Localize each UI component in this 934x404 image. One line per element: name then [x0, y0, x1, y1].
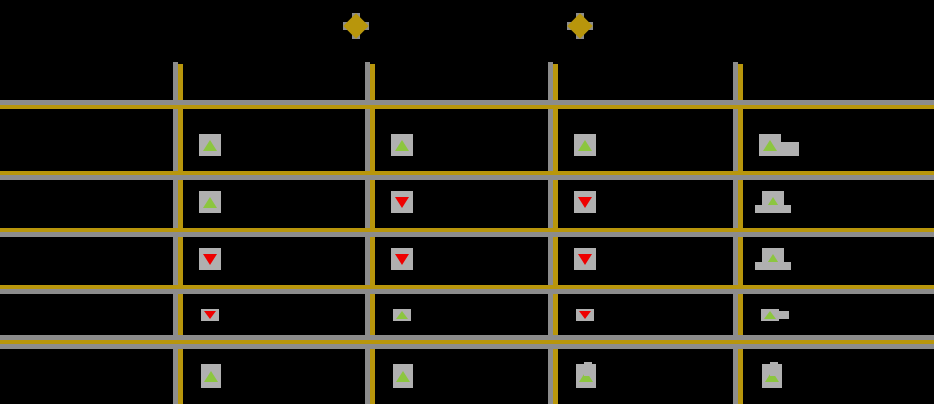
sort-marker-column-2[interactable] [341, 11, 371, 41]
triangle-up-icon [765, 370, 779, 382]
row-divider-3 [0, 285, 934, 289]
trend-indicator-up [393, 364, 413, 388]
triangle-down-icon [578, 196, 592, 208]
header-divider [0, 105, 934, 109]
summary-divider-shadow-bottom [0, 344, 934, 349]
trend-indicator-tail [779, 311, 789, 319]
trend-indicator-tail [755, 262, 791, 270]
triangle-up-icon [579, 370, 593, 382]
header-divider-shadow [0, 100, 934, 105]
trend-indicator-down [574, 248, 596, 270]
trend-indicator-down [391, 248, 413, 270]
trend-indicator-tail [584, 362, 592, 376]
triangle-up-icon [396, 311, 408, 319]
triangle-up-icon [763, 139, 777, 151]
sort-marker-strip [0, 0, 934, 62]
trend-indicator-up [391, 134, 413, 156]
row-divider-2 [0, 228, 934, 232]
triangle-up-icon [396, 370, 410, 382]
triangle-down-icon [203, 253, 217, 265]
trend-indicator-up [574, 134, 596, 156]
trend-indicator-up [393, 309, 411, 321]
triangle-up-icon [578, 139, 592, 151]
trend-indicator-up [201, 364, 221, 388]
triangle-up-icon [203, 196, 217, 208]
trend-indicator-up [199, 191, 221, 213]
trend-indicator-down [201, 309, 219, 321]
triangle-down-icon [579, 311, 591, 319]
trend-indicator-down [391, 191, 413, 213]
row-divider-shadow-1 [0, 175, 934, 180]
triangle-down-icon [395, 253, 409, 265]
trend-indicator-down [199, 248, 221, 270]
triangle-up-icon [204, 370, 218, 382]
triangle-down-icon [578, 253, 592, 265]
triangle-up-icon [395, 139, 409, 151]
triangle-up-icon [203, 139, 217, 151]
triangle-up-icon [766, 196, 780, 208]
trend-indicator-down [574, 191, 596, 213]
triangle-up-icon [764, 311, 776, 319]
summary-divider-shadow-top [0, 335, 934, 340]
trend-indicator-tail [781, 142, 799, 156]
row-divider-shadow-2 [0, 232, 934, 237]
triangle-up-icon [766, 253, 780, 265]
row-divider-shadow-3 [0, 289, 934, 294]
trend-indicator-up [199, 134, 221, 156]
trend-indicator-tail [770, 362, 778, 376]
trend-indicator-up [761, 309, 779, 321]
trend-indicator-tail [755, 205, 791, 213]
sort-marker-column-3[interactable] [565, 11, 595, 41]
trend-indicator-up [759, 134, 781, 156]
row-divider-1 [0, 171, 934, 175]
triangle-down-icon [204, 311, 216, 319]
triangle-down-icon [395, 196, 409, 208]
summary-divider [0, 340, 934, 344]
trend-indicator-down [576, 309, 594, 321]
